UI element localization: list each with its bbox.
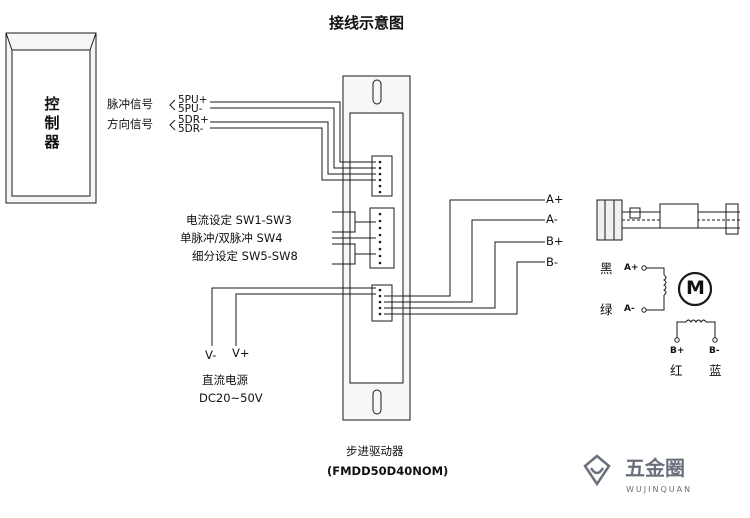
bracket-direction	[169, 119, 176, 131]
watermark-name: 五金圈	[625, 456, 685, 480]
wire-v-minus	[211, 287, 376, 346]
wire-b-minus	[384, 261, 545, 315]
power-motor-connector	[371, 284, 393, 322]
power-range: DC20~50V	[199, 391, 263, 405]
motor-pin-b-plus: B+	[670, 346, 685, 356]
current-setting-label: 电流设定 SW1-SW3	[186, 213, 292, 227]
winding-b	[676, 321, 686, 338]
power-v-minus: V-	[205, 348, 217, 362]
wire-color-blue: 蓝	[709, 363, 722, 378]
power-supply-label: 直流电源	[202, 373, 248, 387]
controller-panel	[11, 49, 91, 197]
watermark-logo	[583, 454, 611, 487]
pin-pu-plus: 5PU+	[178, 94, 208, 106]
driver-label: 步进驱动器	[346, 444, 404, 458]
linear-actuator	[596, 199, 740, 241]
terminal-a-plus: A+	[546, 192, 564, 206]
mount-slot-bottom	[372, 389, 382, 415]
wire-a-minus	[384, 219, 545, 303]
controller-label: 控制器	[44, 95, 60, 151]
motor-pin-a-minus: A-	[624, 304, 635, 314]
wire-b-plus	[384, 241, 545, 309]
mount-slot-top	[372, 79, 382, 105]
signal-connector	[371, 155, 393, 197]
wire-dr-plus	[210, 121, 376, 175]
bracket-pulse	[169, 99, 176, 111]
pin-pu-minus: 5PU-	[178, 103, 203, 115]
terminal-b-minus: B-	[546, 255, 559, 269]
power-v-plus: V+	[232, 346, 250, 360]
terminal-b-plus: B+	[546, 234, 564, 248]
wire-v-plus	[235, 293, 376, 346]
terminal-a-minus: A-	[546, 212, 558, 226]
wire-color-red: 红	[670, 363, 683, 378]
motor-symbol-label: M	[686, 277, 705, 299]
motor-symbol	[677, 271, 713, 307]
diagram-title: 接线示意图	[329, 14, 405, 32]
wire-pu-plus	[210, 101, 376, 163]
pin-dr-plus: 5DR+	[178, 114, 209, 126]
motor-pin-a-plus: A+	[624, 263, 639, 273]
pulse-mode-label: 单脉冲/双脉冲 SW4	[180, 231, 283, 245]
wire-dr-minus	[210, 127, 376, 181]
wire-color-green: 绿	[600, 302, 613, 317]
driver-model: (FMDD50D40NOM)	[327, 464, 449, 478]
wire-pu-minus	[210, 107, 376, 169]
subdivision-label: 细分设定 SW5-SW8	[192, 249, 298, 263]
watermark-sub: WUJINQUAN	[626, 485, 693, 494]
wire-a-plus	[384, 199, 545, 297]
pin-dr-minus: 5DR-	[178, 123, 204, 135]
direction-signal-label: 方向信号	[107, 117, 153, 131]
wire-color-black: 黑	[600, 261, 613, 276]
pulse-signal-label: 脉冲信号	[107, 97, 153, 111]
winding-a	[646, 267, 665, 275]
motor-pin-b-minus: B-	[709, 346, 720, 356]
